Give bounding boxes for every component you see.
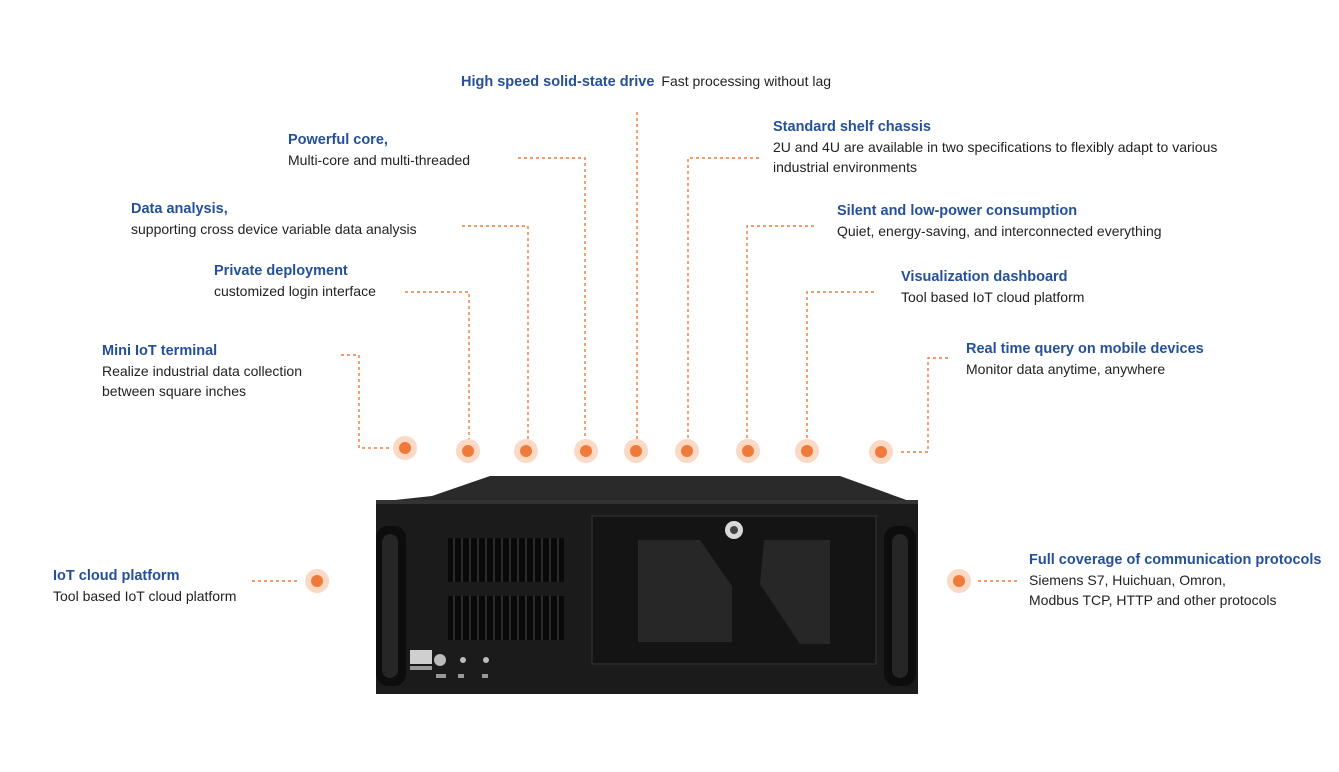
feature-desc: Modbus TCP, HTTP and other protocols [1029,592,1277,608]
callout-dot-icon [947,569,971,593]
feature-desc: between square inches [102,383,246,399]
callout-dot-icon [624,439,648,463]
callout-dot-icon [305,569,329,593]
feature-cloud: IoT cloud platform Tool based IoT cloud … [53,566,236,606]
feature-desc: Quiet, energy-saving, and interconnected… [837,223,1162,239]
callout-dot-icon [675,439,699,463]
feature-ssd: High speed solid-state drive Fast process… [461,71,831,92]
feature-title: IoT cloud platform [53,568,180,584]
callout-dot-icon [736,439,760,463]
callout-dot-icon [574,439,598,463]
feature-private: Private deployment customized login inte… [214,261,376,301]
feature-title: Real time query on mobile devices [966,341,1204,357]
feature-title: Silent and low-power consumption [837,203,1078,219]
feature-desc: Tool based IoT cloud platform [53,588,237,604]
feature-desc: Tool based IoT cloud platform [901,289,1085,305]
industrial-server-chassis-image [376,476,918,694]
feature-desc: supporting cross device variable data an… [131,221,417,237]
feature-title: Private deployment [214,263,348,279]
feature-title: Full coverage of communication protocols [1029,552,1322,568]
callout-dot-icon [456,439,480,463]
feature-desc: Realize industrial data collection [102,363,302,379]
callout-dot-icon [393,436,417,460]
callout-dot-icon [869,440,893,464]
feature-analysis: Data analysis, supporting cross device v… [131,199,417,239]
feature-dashboard: Visualization dashboard Tool based IoT c… [901,267,1084,307]
feature-title: Powerful core, [288,132,388,148]
feature-desc: 2U and 4U are available in two specifica… [773,139,1218,155]
feature-title: Visualization dashboard [901,269,1068,285]
feature-core: Powerful core, Multi-core and multi-thre… [288,130,470,170]
callout-dot-icon [514,439,538,463]
feature-title: Standard shelf chassis [773,119,931,135]
feature-mobile: Real time query on mobile devices Monito… [966,339,1204,379]
feature-title: High speed solid-state drive [461,74,655,90]
callout-dot-icon [795,439,819,463]
feature-desc: Multi-core and multi-threaded [288,152,471,168]
feature-desc: customized login interface [214,283,376,299]
feature-chassis: Standard shelf chassis 2U and 4U are ava… [773,117,1217,177]
feature-silent: Silent and low-power consumption Quiet, … [837,201,1162,241]
feature-desc: Monitor data anytime, anywhere [966,361,1166,377]
feature-desc: industrial environments [773,159,917,175]
feature-desc: Siemens S7, Huichuan, Omron, [1029,572,1226,588]
feature-title: Data analysis, [131,201,228,217]
feature-desc: Fast processing without lag [661,73,832,89]
feature-title: Mini IoT terminal [102,343,218,359]
feature-protocols: Full coverage of communication protocols… [1029,550,1321,610]
feature-mini: Mini IoT terminal Realize industrial dat… [102,341,302,401]
